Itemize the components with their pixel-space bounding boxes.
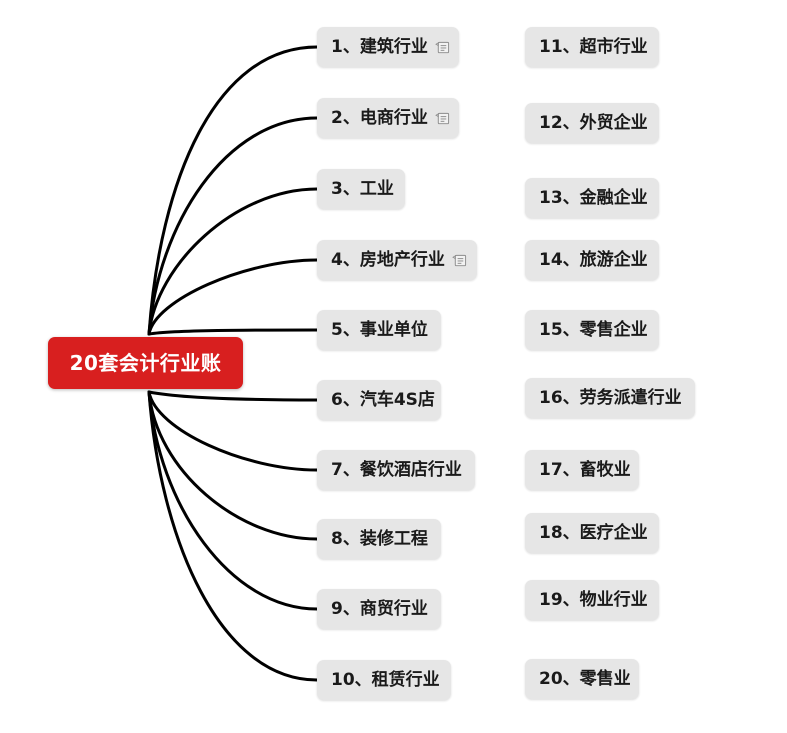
topic-node[interactable]: 4、房地产行业 <box>317 240 477 280</box>
topic-node[interactable]: 14、旅游企业 <box>525 240 659 280</box>
note-icon[interactable] <box>435 40 450 55</box>
topic-node[interactable]: 5、事业单位 <box>317 310 441 350</box>
branch-curve <box>147 390 319 541</box>
topic-node-label: 14、旅游企业 <box>539 249 648 270</box>
topic-node[interactable]: 18、医疗企业 <box>525 513 659 553</box>
topic-node[interactable]: 13、金融企业 <box>525 178 659 218</box>
topic-node-label: 13、金融企业 <box>539 187 648 208</box>
topic-node[interactable]: 15、零售企业 <box>525 310 659 350</box>
topic-node-label: 7、餐饮酒店行业 <box>331 459 462 480</box>
topic-node[interactable]: 20、零售业 <box>525 659 639 699</box>
branch-curve <box>147 328 319 336</box>
topic-node-label: 5、事业单位 <box>331 319 428 340</box>
topic-node[interactable]: 11、超市行业 <box>525 27 659 67</box>
branch-curve <box>147 390 319 682</box>
branch-curve <box>147 187 319 336</box>
topic-node[interactable]: 10、租赁行业 <box>317 660 451 700</box>
topic-node[interactable]: 6、汽车4S店 <box>317 380 441 420</box>
topic-node-label: 6、汽车4S店 <box>331 389 435 410</box>
topic-node[interactable]: 8、装修工程 <box>317 519 441 559</box>
topic-node-label: 11、超市行业 <box>539 36 648 57</box>
topic-node-label: 8、装修工程 <box>331 528 428 549</box>
root-node[interactable]: 20套会计行业账 <box>48 337 243 389</box>
topic-node[interactable]: 3、工业 <box>317 169 405 209</box>
topic-node[interactable]: 17、畜牧业 <box>525 450 639 490</box>
topic-node-label: 19、物业行业 <box>539 589 648 610</box>
branch-curve <box>147 116 319 336</box>
topic-node-label: 10、租赁行业 <box>331 669 440 690</box>
topic-node[interactable]: 2、电商行业 <box>317 98 459 138</box>
branch-curve <box>147 390 319 402</box>
topic-node-label: 15、零售企业 <box>539 319 648 340</box>
topic-node-label: 17、畜牧业 <box>539 459 631 480</box>
branch-curve <box>147 45 319 336</box>
note-icon[interactable] <box>435 111 450 126</box>
topic-node[interactable]: 16、劳务派遣行业 <box>525 378 695 418</box>
branch-curve <box>147 258 319 336</box>
topic-node-label: 4、房地产行业 <box>331 249 445 270</box>
topic-node-label: 1、建筑行业 <box>331 36 428 57</box>
topic-node[interactable]: 7、餐饮酒店行业 <box>317 450 475 490</box>
topic-node[interactable]: 19、物业行业 <box>525 580 659 620</box>
topic-node-label: 2、电商行业 <box>331 107 428 128</box>
topic-node-label: 12、外贸企业 <box>539 112 648 133</box>
topic-node[interactable]: 12、外贸企业 <box>525 103 659 143</box>
branch-curve <box>147 390 319 611</box>
topic-node[interactable]: 1、建筑行业 <box>317 27 459 67</box>
branch-curve <box>147 390 319 472</box>
topic-node-label: 18、医疗企业 <box>539 522 648 543</box>
topic-node-label: 3、工业 <box>331 178 394 199</box>
note-icon[interactable] <box>452 253 467 268</box>
topic-node[interactable]: 9、商贸行业 <box>317 589 441 629</box>
root-node-label: 20套会计行业账 <box>69 351 222 375</box>
topic-node-label: 20、零售业 <box>539 668 631 689</box>
topic-node-label: 16、劳务派遣行业 <box>539 387 682 408</box>
topic-node-label: 9、商贸行业 <box>331 598 428 619</box>
